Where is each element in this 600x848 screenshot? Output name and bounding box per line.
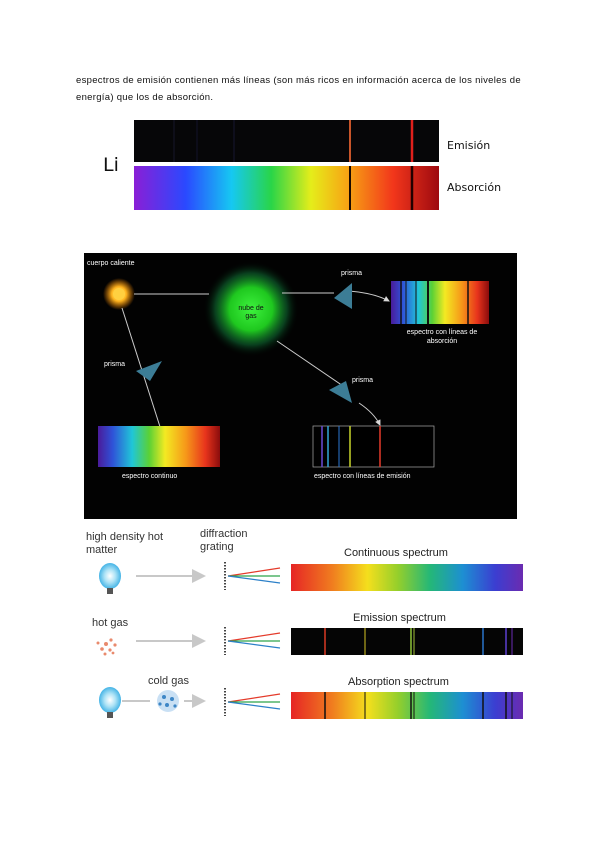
gas-cloud-label: nube de gas bbox=[234, 305, 268, 321]
prism-label-left: prisma bbox=[104, 361, 125, 368]
grating-label: diffraction grating bbox=[200, 528, 260, 554]
prism-label-top: prisma bbox=[341, 270, 362, 277]
spectra-types-figure: high density hot matter diffraction grat… bbox=[80, 528, 530, 728]
emission-label: Emisión bbox=[447, 139, 490, 152]
body-paragraph: espectros de emisión contienen más línea… bbox=[76, 72, 526, 106]
prism-icon bbox=[329, 381, 352, 403]
lightbulb-icon bbox=[99, 563, 121, 589]
diffraction-grating-icon bbox=[225, 627, 280, 655]
absorption-spectrum-label: espectro con líneas de absorción bbox=[402, 328, 482, 346]
absorption-emission-diagram: cuerpo caliente nube de gas prisma prism… bbox=[84, 253, 517, 519]
source-label-1: high density hot matter bbox=[86, 531, 166, 557]
diffraction-grating-icon bbox=[225, 562, 280, 590]
emission-spectrum-strip bbox=[291, 628, 523, 655]
absorption-label: Absorción bbox=[447, 181, 501, 194]
lithium-emission-spectrum bbox=[134, 120, 439, 162]
lithium-absorption-spectrum bbox=[134, 166, 439, 210]
absorption-spectrum-strip bbox=[291, 692, 523, 719]
emission-spectrum-title: Emission spectrum bbox=[353, 612, 446, 624]
diffraction-grating-icon bbox=[225, 688, 280, 716]
lightbulb-icon bbox=[99, 687, 121, 713]
emission-spectrum-label: espectro con líneas de emisión bbox=[314, 473, 411, 480]
cold-gas-icon bbox=[157, 690, 179, 712]
continuous-spectrum-label: espectro continuo bbox=[122, 473, 177, 480]
prism-label-bottom: prisma bbox=[352, 377, 373, 384]
element-label: Li bbox=[103, 154, 119, 176]
source-label-3: cold gas bbox=[148, 675, 189, 687]
source-label-2: hot gas bbox=[92, 617, 128, 629]
absorption-spectrum-title: Absorption spectrum bbox=[348, 676, 449, 688]
continuous-spectrum-title: Continuous spectrum bbox=[344, 547, 448, 559]
prism-icon bbox=[334, 283, 352, 309]
emission-spectrum-strip bbox=[313, 426, 434, 467]
hot-body-label: cuerpo caliente bbox=[87, 260, 134, 267]
hot-gas-icon bbox=[97, 638, 117, 655]
continuous-spectrum-strip bbox=[98, 426, 220, 467]
continuous-spectrum-strip bbox=[291, 564, 523, 591]
